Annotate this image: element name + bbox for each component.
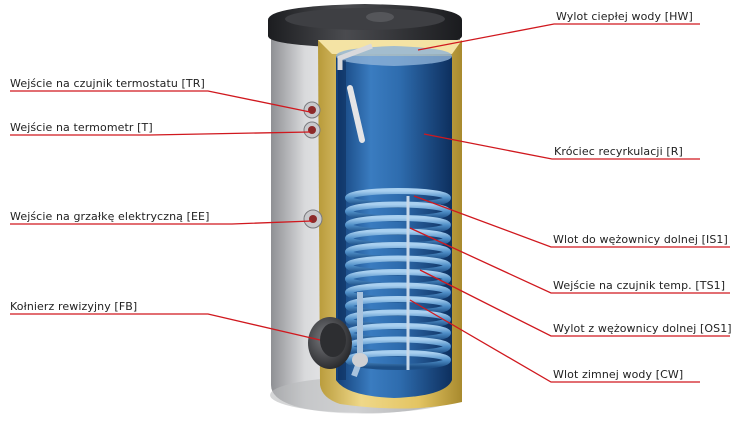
socket-ee — [303, 209, 323, 229]
leader-line-ts1 — [409, 227, 730, 294]
leader-line-fb — [10, 313, 321, 341]
label-cw: Wlot zimnej wody [CW] — [553, 368, 684, 381]
leader-line-tr — [10, 90, 311, 113]
leader-line-ee — [10, 220, 313, 225]
label-fb: Kołnierz rewizyjny [FB] — [10, 300, 138, 313]
leader-line-os1 — [419, 269, 730, 337]
leader-lines — [10, 23, 730, 383]
label-ee: Wejście na grzałkę elektryczną [EE] — [10, 210, 210, 223]
leader-line-is1 — [413, 195, 730, 248]
label-ts1: Wejście na czujnik temp. [TS1] — [553, 279, 726, 292]
coil-turn — [345, 350, 451, 370]
leader-line-t — [10, 131, 311, 136]
socket-t — [303, 121, 321, 139]
heating-coil — [345, 188, 451, 370]
socket-tr — [303, 101, 321, 119]
leader-line-r — [423, 133, 700, 160]
label-t: Wejście na termometr [T] — [10, 121, 153, 134]
inspection-flange — [308, 317, 368, 369]
leader-line-cw — [409, 299, 700, 383]
label-os1: Wylot z wężownicy dolnej [OS1] — [553, 322, 732, 335]
hot-water-pipe — [337, 43, 373, 143]
leader-line-hw — [417, 23, 700, 51]
label-hw: Wylot ciepłej wody [HW] — [556, 10, 693, 23]
label-is1: Wlot do wężownicy dolnej [IS1] — [553, 233, 728, 246]
top-cap — [268, 4, 462, 48]
label-r: Króciec recyrkulacji [R] — [554, 145, 683, 158]
label-tr: Wejście na czujnik termostatu [TR] — [10, 77, 205, 90]
